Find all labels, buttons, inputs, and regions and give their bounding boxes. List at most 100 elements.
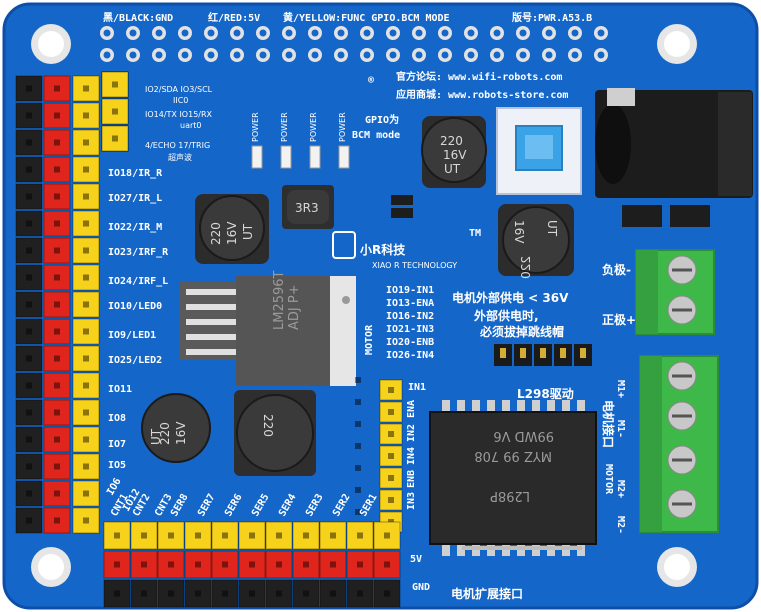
header-pin[interactable] [43, 75, 71, 102]
header-pin[interactable] [15, 345, 43, 372]
bottom-header-pin[interactable] [238, 550, 266, 579]
header-pin[interactable] [101, 98, 129, 125]
bottom-header-pin[interactable] [265, 550, 293, 579]
header-pin[interactable] [15, 75, 43, 102]
header-pin[interactable] [101, 71, 129, 98]
header-pin[interactable] [72, 507, 100, 534]
header-pin[interactable] [43, 426, 71, 453]
bottom-header-pin[interactable] [265, 521, 293, 550]
header-pin[interactable] [15, 507, 43, 534]
bottom-header-pin[interactable] [292, 550, 320, 579]
driver-pin[interactable] [379, 489, 403, 511]
header-pin[interactable] [72, 183, 100, 210]
header-pin[interactable] [15, 372, 43, 399]
header-pin[interactable] [101, 125, 129, 152]
header-pin[interactable] [72, 210, 100, 237]
bottom-header-pin[interactable] [373, 521, 401, 550]
bottom-header-pin[interactable] [103, 521, 131, 550]
header-pin[interactable] [72, 156, 100, 183]
header-pin[interactable] [43, 156, 71, 183]
header-pin[interactable] [72, 129, 100, 156]
header-pin[interactable] [15, 264, 43, 291]
header-pin[interactable] [72, 345, 100, 372]
bottom-header-pin[interactable] [346, 521, 374, 550]
motor-terminal-block[interactable] [639, 355, 719, 533]
bottom-header-pin[interactable] [292, 579, 320, 608]
bottom-header-pin[interactable] [346, 550, 374, 579]
header-pin[interactable] [43, 102, 71, 129]
bottom-header-pin[interactable] [238, 579, 266, 608]
bottom-header-pin[interactable] [184, 521, 212, 550]
driver-pin-header[interactable] [355, 377, 403, 533]
header-pin[interactable] [43, 129, 71, 156]
bottom-header-pin[interactable] [103, 579, 131, 608]
bottom-header-pin[interactable] [211, 550, 239, 579]
bottom-header-pin[interactable] [319, 579, 347, 608]
header-pin[interactable] [15, 426, 43, 453]
header-pin[interactable] [43, 210, 71, 237]
header-pin[interactable] [15, 399, 43, 426]
bottom-header-pin[interactable] [184, 579, 212, 608]
bottom-header-pin[interactable] [265, 579, 293, 608]
header-pin[interactable] [15, 318, 43, 345]
header-pin[interactable] [43, 507, 71, 534]
bottom-header-pin[interactable] [184, 550, 212, 579]
bottom-header-pin[interactable] [157, 550, 185, 579]
header-pin[interactable] [72, 480, 100, 507]
power-jumper[interactable] [494, 344, 592, 366]
header-pin[interactable] [72, 372, 100, 399]
bottom-header-pin[interactable] [157, 579, 185, 608]
header-pin[interactable] [72, 399, 100, 426]
bottom-header-pin[interactable] [319, 521, 347, 550]
bottom-header-pin[interactable] [130, 550, 158, 579]
header-pin[interactable] [43, 264, 71, 291]
header-pin[interactable] [43, 399, 71, 426]
header-pin[interactable] [43, 318, 71, 345]
header-pin[interactable] [15, 480, 43, 507]
header-pin[interactable] [43, 291, 71, 318]
header-pin[interactable] [15, 210, 43, 237]
header-pin[interactable] [15, 291, 43, 318]
header-pin[interactable] [72, 453, 100, 480]
bottom-header-pin[interactable] [103, 550, 131, 579]
header-pin[interactable] [72, 426, 100, 453]
header-pin[interactable] [43, 183, 71, 210]
bottom-header-pin[interactable] [130, 579, 158, 608]
bottom-header-pin[interactable] [373, 579, 401, 608]
power-terminal-block[interactable] [635, 249, 715, 335]
header-pin[interactable] [72, 75, 100, 102]
header-pin[interactable] [43, 453, 71, 480]
bottom-header-pin[interactable] [130, 521, 158, 550]
driver-pin[interactable] [379, 379, 403, 401]
header-pin[interactable] [15, 156, 43, 183]
push-button[interactable] [496, 107, 582, 195]
header-pin[interactable] [72, 264, 100, 291]
dc-power-jack[interactable] [595, 88, 753, 198]
driver-pin[interactable] [379, 467, 403, 489]
header-pin[interactable] [15, 237, 43, 264]
header-pin[interactable] [43, 345, 71, 372]
header-pin[interactable] [15, 183, 43, 210]
i2c-uart-echo-header[interactable] [101, 71, 129, 152]
bottom-header-pin[interactable] [319, 550, 347, 579]
header-pin[interactable] [72, 291, 100, 318]
header-pin[interactable] [43, 237, 71, 264]
header-pin[interactable] [72, 318, 100, 345]
bottom-header-pin[interactable] [373, 550, 401, 579]
driver-pin[interactable] [379, 445, 403, 467]
header-pin[interactable] [43, 372, 71, 399]
header-pin[interactable] [43, 480, 71, 507]
bottom-pin-header[interactable] [103, 521, 401, 608]
left-pin-header[interactable] [15, 75, 100, 534]
header-pin[interactable] [15, 129, 43, 156]
bottom-header-pin[interactable] [292, 521, 320, 550]
header-pin[interactable] [15, 102, 43, 129]
bottom-header-pin[interactable] [346, 579, 374, 608]
bottom-header-pin[interactable] [238, 521, 266, 550]
header-pin[interactable] [15, 453, 43, 480]
driver-pin[interactable] [379, 401, 403, 423]
bottom-header-pin[interactable] [157, 521, 185, 550]
header-pin[interactable] [72, 237, 100, 264]
header-pin[interactable] [72, 102, 100, 129]
driver-pin[interactable] [379, 423, 403, 445]
